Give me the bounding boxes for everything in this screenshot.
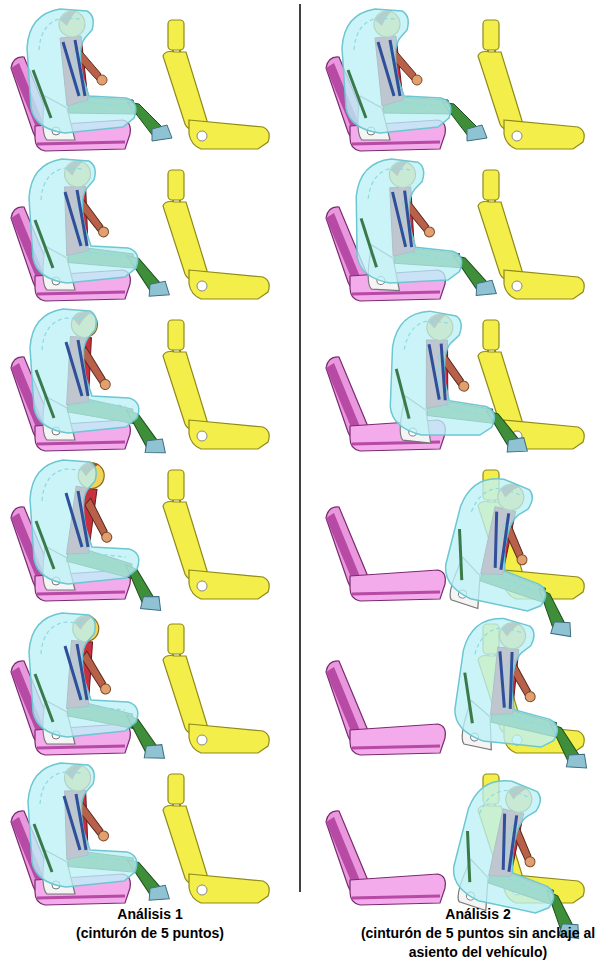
simulation-frame <box>11 763 269 905</box>
simulation-frame <box>326 308 584 454</box>
simulation-frame <box>326 771 596 941</box>
simulation-frame <box>326 9 584 151</box>
analysis-heading: Análisis 1 <box>30 905 270 924</box>
simulation-frame <box>11 460 269 614</box>
simulation-frame <box>326 612 596 771</box>
analysis-heading: Análisis 2 <box>360 905 596 924</box>
simulation-frame <box>11 9 269 151</box>
simulation-frame <box>326 157 584 301</box>
simulation-frame <box>11 159 269 301</box>
column-divider <box>299 4 301 892</box>
simulation-frame <box>11 613 269 761</box>
simulation-frame <box>11 309 269 456</box>
analysis-caption: (cinturón de 5 puntos sin anclaje al asi… <box>360 924 596 962</box>
analysis-caption: (cinturón de 5 puntos) <box>30 924 270 943</box>
simulation-frame <box>326 469 596 639</box>
